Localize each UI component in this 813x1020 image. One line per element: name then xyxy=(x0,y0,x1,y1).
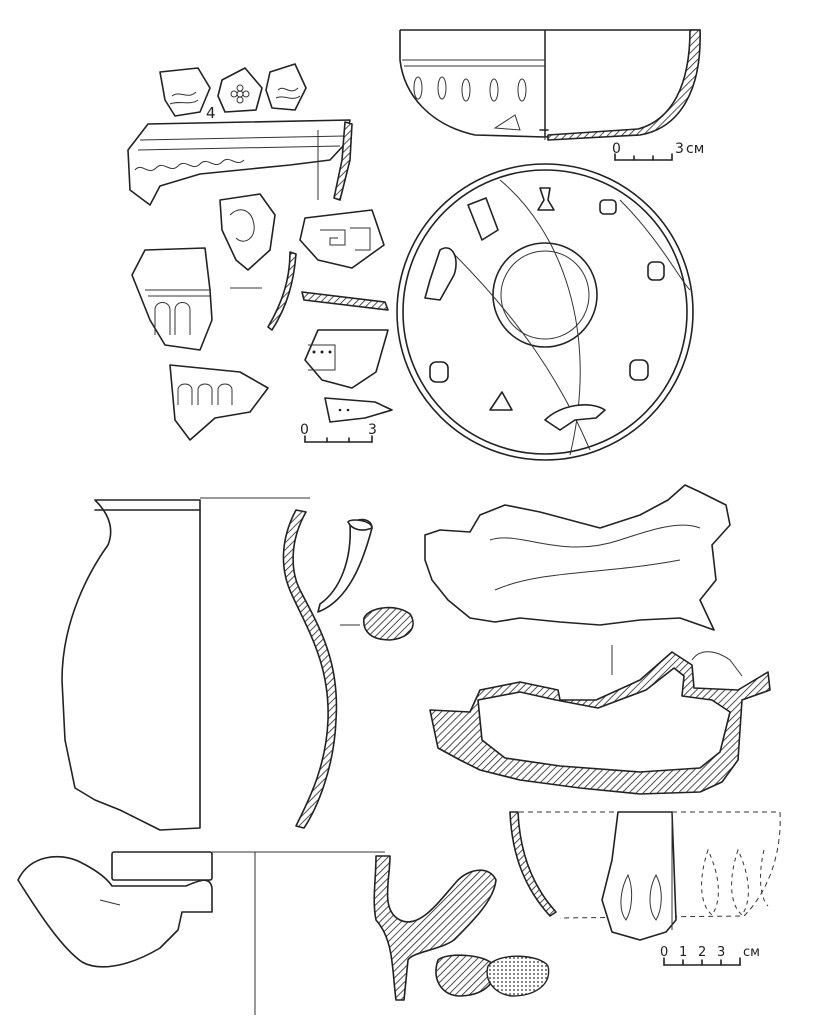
scale-cup-0-label: 0 xyxy=(660,945,668,960)
scale-bar-bowl: 0 3 см xyxy=(612,141,704,161)
jug-drawing xyxy=(61,497,414,831)
bowl-drawing xyxy=(399,29,701,141)
scale-frag-max-label: 3 xyxy=(368,422,377,438)
decorated-fragments: 4 xyxy=(127,63,393,441)
scale-cup-unit-label: см xyxy=(743,945,760,960)
stamped-plate-top-view xyxy=(396,163,694,461)
scale-bowl-zero-label: 0 xyxy=(612,141,621,157)
boat-vessel-drawing xyxy=(424,484,771,795)
scale-bar-cup: 0 1 2 3 см xyxy=(660,945,760,966)
rosette-stamp xyxy=(230,84,250,104)
scale-bowl-unit-label: см xyxy=(686,141,704,157)
stamp-impressions xyxy=(424,187,665,431)
scale-bowl-max-label: 3 xyxy=(675,141,684,157)
handled-bowl-drawing xyxy=(17,851,550,1015)
scale-bar-fragments: 0 3 xyxy=(300,422,377,443)
fluted-cup-drawing xyxy=(509,811,781,941)
scale-cup-1-label: 1 xyxy=(679,945,687,960)
fragment-number-label: 4 xyxy=(206,104,216,122)
bowl-fluting xyxy=(413,76,527,102)
scale-frag-zero-label: 0 xyxy=(300,422,309,438)
cup-flutes-dashed xyxy=(701,848,769,916)
scale-cup-2-label: 2 xyxy=(698,945,706,960)
scale-cup-3-label: 3 xyxy=(717,945,725,960)
